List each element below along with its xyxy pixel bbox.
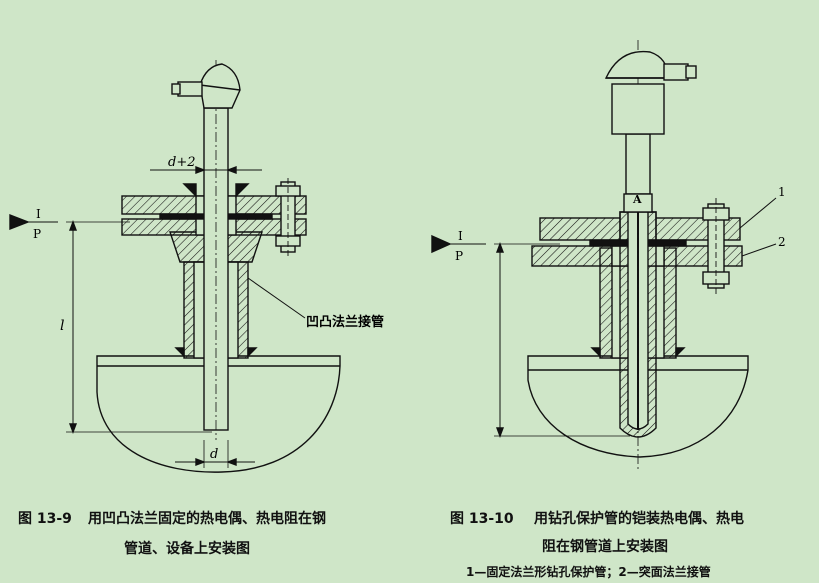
figure-13-9-drawing	[9, 60, 341, 473]
terminal-head	[611, 83, 665, 135]
caption-13-9-number: 图 13-9	[18, 511, 72, 527]
thermocouple-sheath	[203, 107, 229, 431]
label-2: 2	[778, 235, 786, 249]
level-mark-top-left: I	[36, 207, 41, 221]
dim-d: d	[210, 447, 218, 462]
caption-13-10-note: 1—固定法兰形钻孔保护管；2—突面法兰接管	[466, 565, 711, 579]
label-1: 1	[778, 185, 786, 199]
callout-flange-nozzle: 凹凸法兰接管	[306, 314, 384, 330]
level-mark-bottom-right: P	[455, 249, 463, 263]
caption-13-10-line2: 阻在钢管道上安装图	[542, 539, 668, 555]
figure-13-10-drawing	[431, 40, 777, 470]
level-mark-top-right: I	[458, 229, 463, 243]
mark-a: A	[632, 193, 642, 206]
dim-d-plus-2: d+2	[168, 155, 196, 170]
caption-13-9-line2: 管道、设备上安装图	[124, 541, 250, 557]
caption-13-10-line1: 用钻孔保护管的铠装热电偶、热电	[534, 511, 744, 527]
caption-13-9-line1: 用凹凸法兰固定的热电偶、热电阻在钢	[88, 511, 326, 527]
dim-l: l	[60, 318, 64, 334]
level-mark-bottom-left: P	[33, 227, 41, 241]
caption-13-10-number: 图 13-10	[450, 511, 514, 527]
